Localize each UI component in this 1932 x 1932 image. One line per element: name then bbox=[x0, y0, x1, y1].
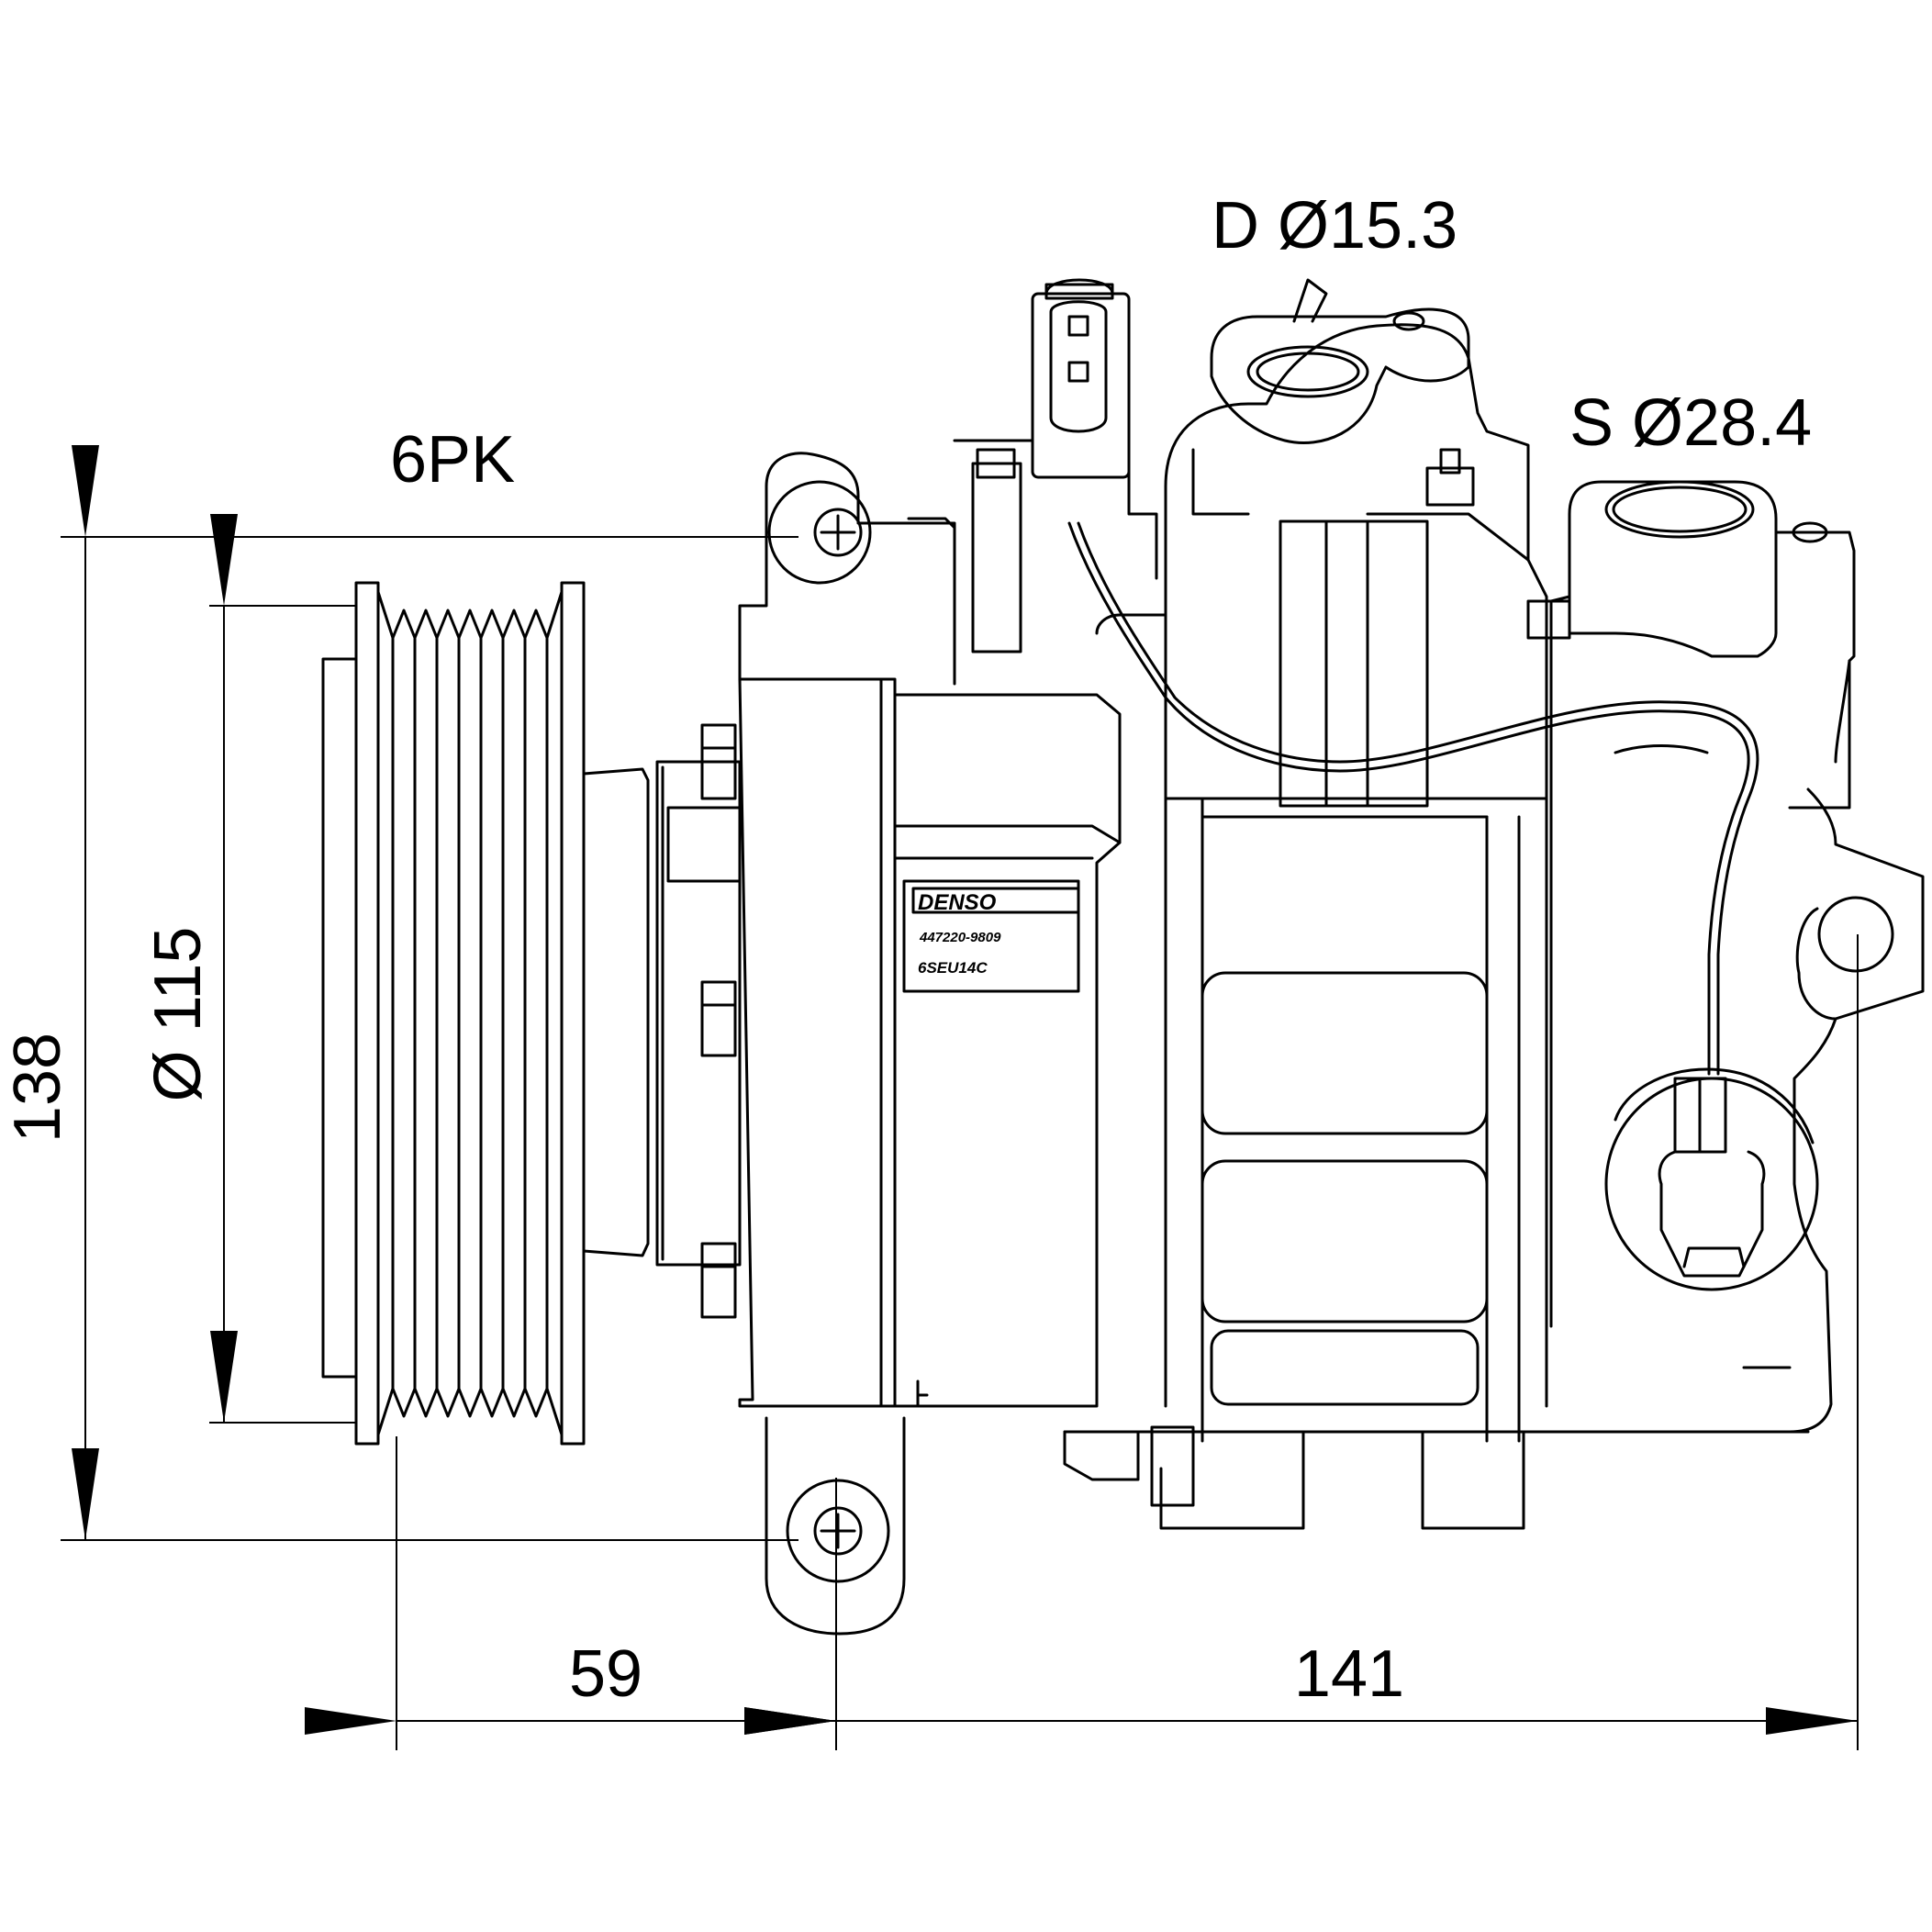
pulley-diameter-label: Ø 115 bbox=[141, 927, 215, 1102]
nameplate-frame bbox=[902, 879, 1080, 993]
pulley-offset-label: 59 bbox=[569, 1637, 642, 1711]
belt-label: 6PK bbox=[390, 423, 515, 497]
discharge-port bbox=[1210, 278, 1475, 507]
sensor-connector bbox=[953, 278, 1158, 653]
rear-connector bbox=[1604, 1067, 1819, 1291]
nameplate-brand: DENSO bbox=[918, 890, 997, 915]
suction-label: S Ø28.4 bbox=[1569, 386, 1812, 460]
wire bbox=[1067, 521, 1759, 1076]
height-label: 138 bbox=[1, 1033, 74, 1143]
center-body bbox=[1063, 323, 1810, 1530]
clutch bbox=[655, 723, 742, 1319]
nameplate-part-number: 447220-9809 bbox=[919, 930, 1001, 945]
suction-port bbox=[1526, 480, 1856, 1328]
lower-ear bbox=[765, 1416, 906, 1636]
upper-ear bbox=[738, 452, 956, 686]
front-housing bbox=[738, 677, 1122, 1408]
pulley bbox=[321, 581, 650, 1446]
length-label: 141 bbox=[1294, 1637, 1404, 1711]
compressor-outline bbox=[321, 278, 1925, 1636]
discharge-label: D Ø15.3 bbox=[1212, 189, 1457, 262]
nameplate-model: 6SEU14C bbox=[918, 959, 988, 977]
dimension-lines bbox=[61, 445, 1859, 1750]
rear-mount bbox=[1742, 787, 1925, 1434]
